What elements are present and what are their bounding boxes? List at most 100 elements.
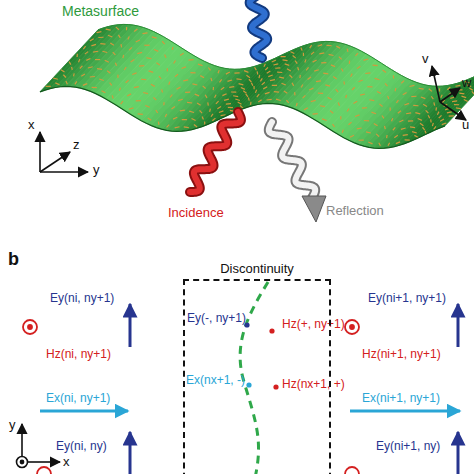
nano-antenna: [423, 104, 427, 106]
nano-antenna: [320, 105, 325, 107]
nano-antenna: [308, 77, 311, 79]
nano-antenna: [388, 96, 389, 99]
nano-antenna: [165, 114, 167, 117]
nano-antenna: [136, 100, 141, 101]
nano-antenna: [403, 134, 408, 136]
nano-antenna: [398, 111, 401, 114]
nano-antenna: [303, 53, 304, 56]
nano-antenna: [274, 91, 279, 93]
nano-antenna: [394, 88, 396, 91]
nano-antenna: [464, 100, 468, 102]
plane-axes: [17, 424, 61, 468]
nano-antenna: [231, 91, 236, 92]
nano-antenna: [233, 95, 238, 97]
nano-antenna: [357, 127, 362, 129]
panel-letter: b: [8, 250, 19, 270]
nano-antenna: [346, 49, 348, 52]
nano-antenna: [161, 89, 163, 92]
nano-antenna: [169, 82, 170, 85]
nano-antenna: [174, 61, 176, 64]
nano-antenna: [228, 107, 233, 109]
nano-antenna: [126, 80, 129, 83]
nano-antenna: [128, 36, 129, 39]
nano-antenna: [178, 99, 183, 100]
nano-antenna: [182, 119, 187, 120]
nano-antenna: [318, 93, 323, 94]
nano-antenna: [340, 116, 341, 119]
nano-antenna: [243, 91, 246, 94]
nano-antenna: [131, 60, 135, 62]
nano-antenna: [277, 72, 282, 74]
nano-antenna: [399, 120, 403, 122]
nano-antenna: [459, 93, 464, 95]
nano-antenna: [290, 52, 294, 54]
nano-antenna: [142, 32, 147, 34]
nano-antenna: [299, 75, 301, 78]
nano-antenna: [92, 87, 97, 88]
nano-antenna: [366, 132, 371, 133]
nano-antenna: [167, 68, 168, 71]
nano-antenna: [353, 101, 357, 103]
nano-antenna: [287, 69, 291, 71]
nano-antenna: [172, 47, 174, 50]
nano-antenna: [375, 78, 380, 79]
nano-antenna: [270, 79, 275, 81]
nano-antenna: [73, 73, 75, 76]
nano-antenna: [137, 52, 142, 53]
out-of-plane-symbol: [17, 457, 28, 468]
axis-arrow: [28, 461, 60, 463]
axis-arrow: [40, 171, 88, 173]
axis-label: v: [422, 52, 429, 66]
nano-antenna: [88, 67, 93, 68]
nano-antenna: [426, 110, 429, 113]
nano-antenna: [255, 90, 256, 93]
nano-antenna: [430, 119, 432, 122]
nano-antenna: [144, 45, 149, 46]
nano-antenna: [401, 128, 406, 129]
surface-strip: [420, 73, 474, 137]
nano-antenna: [342, 130, 343, 133]
nano-antenna: [198, 64, 203, 66]
nano-antenna: [180, 110, 185, 112]
nano-antenna: [383, 70, 386, 72]
field-label: Ey(ni, ny+1): [50, 292, 114, 305]
nano-antenna: [118, 35, 120, 38]
nano-antenna: [208, 68, 210, 71]
nano-antenna: [310, 45, 312, 48]
nano-antenna: [329, 54, 334, 55]
nano-antenna: [316, 80, 321, 82]
nano-antenna: [141, 79, 146, 80]
nano-antenna: [246, 75, 250, 77]
out-of-plane-symbol: [20, 460, 23, 463]
reflected-wave: [269, 122, 315, 198]
nano-antenna: [110, 83, 112, 86]
nano-antenna: [102, 51, 107, 52]
nano-antenna: [292, 83, 294, 86]
nano-antenna: [455, 85, 460, 87]
nano-antenna: [289, 75, 292, 78]
nano-antenna: [262, 82, 265, 85]
nano-antenna: [222, 94, 226, 96]
nano-antenna: [405, 139, 410, 140]
nano-antenna: [126, 27, 127, 30]
nano-antenna: [286, 100, 288, 103]
field-label: Ey(ni+1, ny): [376, 440, 440, 453]
nano-antenna: [134, 29, 137, 31]
nano-antenna: [264, 64, 266, 67]
nano-antenna: [251, 83, 252, 86]
nano-antenna: [149, 71, 154, 73]
nano-antenna: [301, 48, 302, 51]
nano-antenna: [280, 56, 285, 57]
nano-antenna: [185, 91, 190, 92]
nano-antenna: [154, 49, 158, 51]
nano-antenna: [406, 112, 411, 114]
nano-antenna: [143, 93, 148, 94]
nano-antenna: [204, 121, 205, 124]
nano-antenna: [472, 91, 474, 94]
nano-antenna: [219, 79, 221, 82]
nano-antenna: [77, 54, 78, 57]
nano-antenna: [248, 97, 250, 100]
out-of-plane-symbol: [345, 320, 359, 334]
nano-antenna: [85, 52, 88, 54]
nano-antenna: [360, 94, 365, 95]
